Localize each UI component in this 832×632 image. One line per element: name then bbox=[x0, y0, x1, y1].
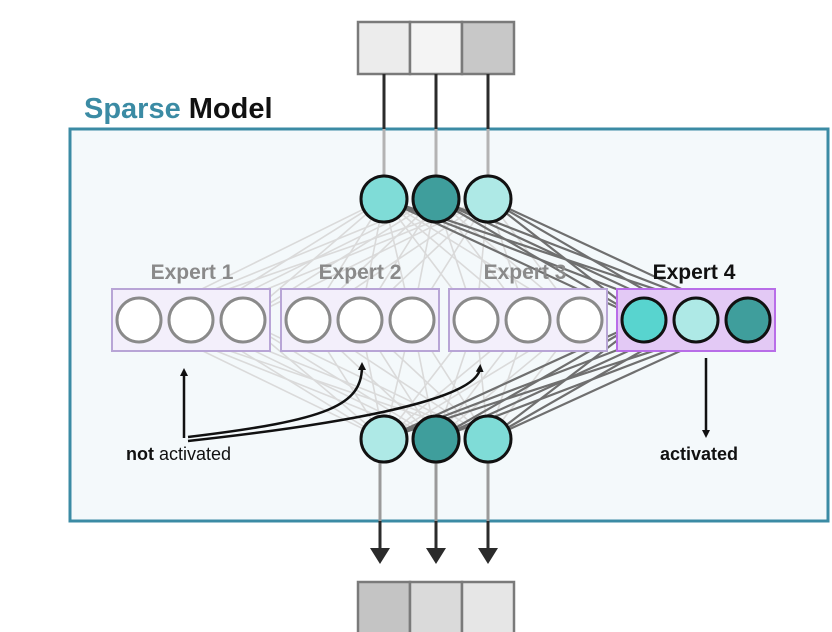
arrow-to-expert-3 bbox=[187, 364, 484, 443]
expert-node bbox=[219, 296, 267, 344]
title-word-model: Model bbox=[189, 93, 273, 125]
expert-label: Expert 4 bbox=[653, 261, 736, 284]
expert-node bbox=[504, 296, 552, 344]
output-feed-lines bbox=[370, 462, 498, 564]
input-cell bbox=[460, 20, 516, 76]
expert-3: Expert 3 bbox=[448, 261, 608, 352]
input-vector bbox=[356, 20, 516, 76]
not-activated-arrows bbox=[180, 362, 484, 443]
bottom-node bbox=[359, 414, 409, 464]
activated-label: activated bbox=[660, 444, 738, 464]
expert-label: Expert 1 bbox=[151, 261, 234, 284]
top-node bbox=[411, 174, 461, 224]
bottom-node-layer bbox=[359, 414, 513, 464]
not-activated-label-bold: not bbox=[126, 444, 154, 464]
expert-node bbox=[556, 296, 604, 344]
bottom-node bbox=[411, 414, 461, 464]
arrow-to-expert-2 bbox=[187, 362, 366, 439]
expert-1: Expert 1 bbox=[111, 261, 271, 352]
inactive-connection bbox=[242, 198, 437, 321]
expert-node-active bbox=[724, 296, 772, 344]
expert-2: Expert 2 bbox=[280, 261, 440, 352]
bottom-node bbox=[463, 414, 513, 464]
inactive-connection bbox=[242, 319, 437, 440]
input-feed-lines bbox=[382, 74, 490, 176]
input-cell bbox=[408, 20, 464, 76]
output-cell bbox=[356, 580, 412, 632]
output-cell bbox=[408, 580, 464, 632]
expert-4: Expert 4 bbox=[616, 261, 776, 352]
output-cell bbox=[460, 580, 516, 632]
output-vector bbox=[356, 580, 516, 632]
top-node bbox=[359, 174, 409, 224]
expert-node bbox=[388, 296, 436, 344]
expert-label: Expert 2 bbox=[319, 261, 402, 284]
top-node bbox=[463, 174, 513, 224]
top-node-layer bbox=[359, 174, 513, 224]
not-activated-label-rest: activated bbox=[154, 444, 231, 464]
title-word-sparse: Sparse bbox=[84, 93, 181, 125]
expert-node bbox=[452, 296, 500, 344]
expert-node bbox=[336, 296, 384, 344]
input-cell bbox=[356, 20, 412, 76]
not-activated-label: not activated bbox=[126, 444, 231, 464]
expert-label: Expert 3 bbox=[484, 261, 567, 284]
expert-node-active bbox=[620, 296, 668, 344]
expert-node bbox=[167, 296, 215, 344]
expert-node bbox=[115, 296, 163, 344]
expert-node bbox=[284, 296, 332, 344]
expert-node-active bbox=[672, 296, 720, 344]
